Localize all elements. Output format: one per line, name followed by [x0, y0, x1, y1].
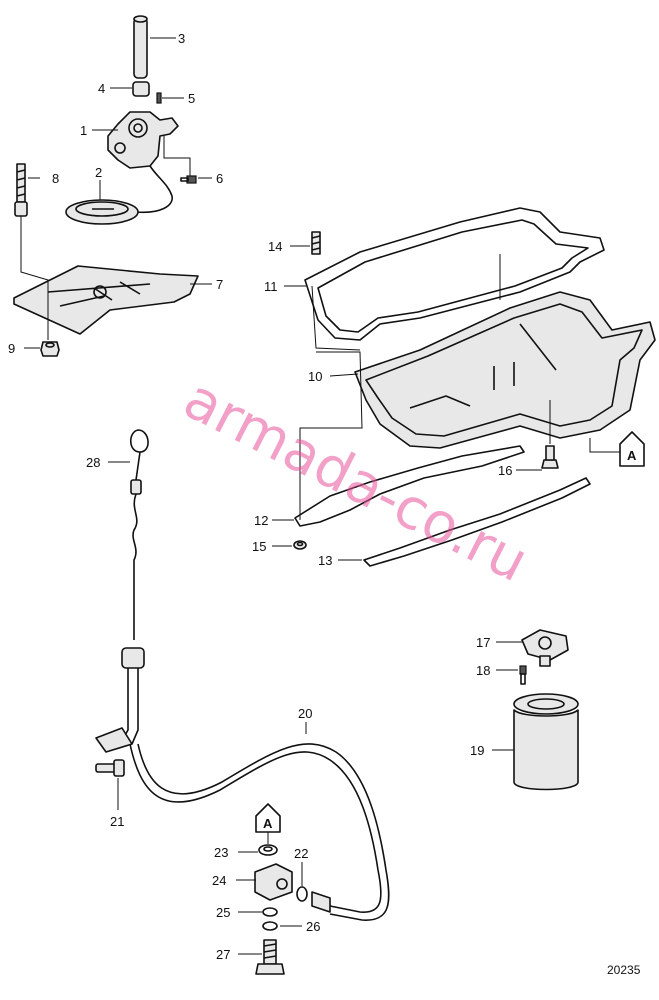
washer-15	[293, 540, 307, 550]
end-seal-13	[363, 477, 591, 567]
callout-27: 27	[216, 947, 230, 962]
callout-8: 8	[52, 171, 59, 186]
o-ring-22	[296, 886, 308, 902]
adapter-block-24	[254, 863, 293, 901]
strainer	[65, 199, 139, 225]
callout-26: 26	[306, 919, 320, 934]
callout-3: 3	[178, 31, 185, 46]
callout-20: 20	[298, 706, 312, 721]
pin	[156, 92, 162, 104]
callout-22: 22	[294, 846, 308, 861]
drain-plug-16	[541, 445, 559, 469]
callout-9: 9	[8, 341, 15, 356]
callout-13: 13	[318, 553, 332, 568]
callout-18: 18	[476, 663, 490, 678]
pickup-tube	[133, 15, 148, 79]
sealing-washer-23	[258, 844, 278, 856]
callout-labels: 3 4 5 1 2 6 8 7 9 14 11 10 16 12 15 13 2…	[8, 31, 512, 962]
callout-15: 15	[252, 539, 266, 554]
callout-10: 10	[308, 369, 322, 384]
washer-26	[262, 921, 278, 931]
drawing-number: 20235	[607, 963, 641, 977]
callout-11: 11	[264, 279, 278, 294]
callout-24: 24	[212, 873, 226, 888]
banjo-bolt-27	[255, 939, 285, 975]
callout-5: 5	[188, 91, 195, 106]
callout-25: 25	[216, 905, 230, 920]
filter-bracket-17	[521, 629, 569, 667]
reference-a-label: A	[627, 448, 637, 463]
reference-a-label: A	[263, 816, 273, 831]
callout-4: 4	[98, 81, 105, 96]
bolt-21	[95, 759, 125, 777]
callout-14: 14	[268, 239, 282, 254]
hose-fitting	[311, 891, 331, 913]
reference-marker-a-upper: A	[619, 431, 645, 467]
callout-2: 2	[95, 165, 102, 180]
oil-pump	[107, 111, 179, 214]
callout-17: 17	[476, 635, 490, 650]
callout-19: 19	[470, 743, 484, 758]
dipstick	[129, 429, 149, 640]
oil-filter-19	[513, 693, 579, 791]
nut-9	[40, 341, 60, 357]
stud-14	[311, 231, 321, 255]
callout-21: 21	[110, 814, 124, 829]
guide-tube	[95, 647, 145, 753]
bolt-8	[14, 163, 28, 217]
oil-hose-20	[129, 743, 390, 921]
callout-28: 28	[86, 455, 100, 470]
baffle-plate	[13, 265, 199, 335]
oil-pan	[354, 291, 656, 449]
pan-gasket	[304, 207, 605, 341]
callout-16: 16	[498, 463, 512, 478]
reference-marker-a-lower: A	[255, 803, 281, 833]
screw-6	[180, 175, 197, 184]
callout-6: 6	[216, 171, 223, 186]
sleeve	[132, 81, 150, 97]
screw-18	[519, 665, 527, 685]
leader-lines	[20, 37, 620, 955]
callout-1: 1	[80, 123, 87, 138]
callout-23: 23	[214, 845, 228, 860]
end-seal-12	[294, 445, 525, 527]
callout-12: 12	[254, 513, 268, 528]
washer-25	[262, 907, 278, 917]
callout-7: 7	[216, 277, 223, 292]
